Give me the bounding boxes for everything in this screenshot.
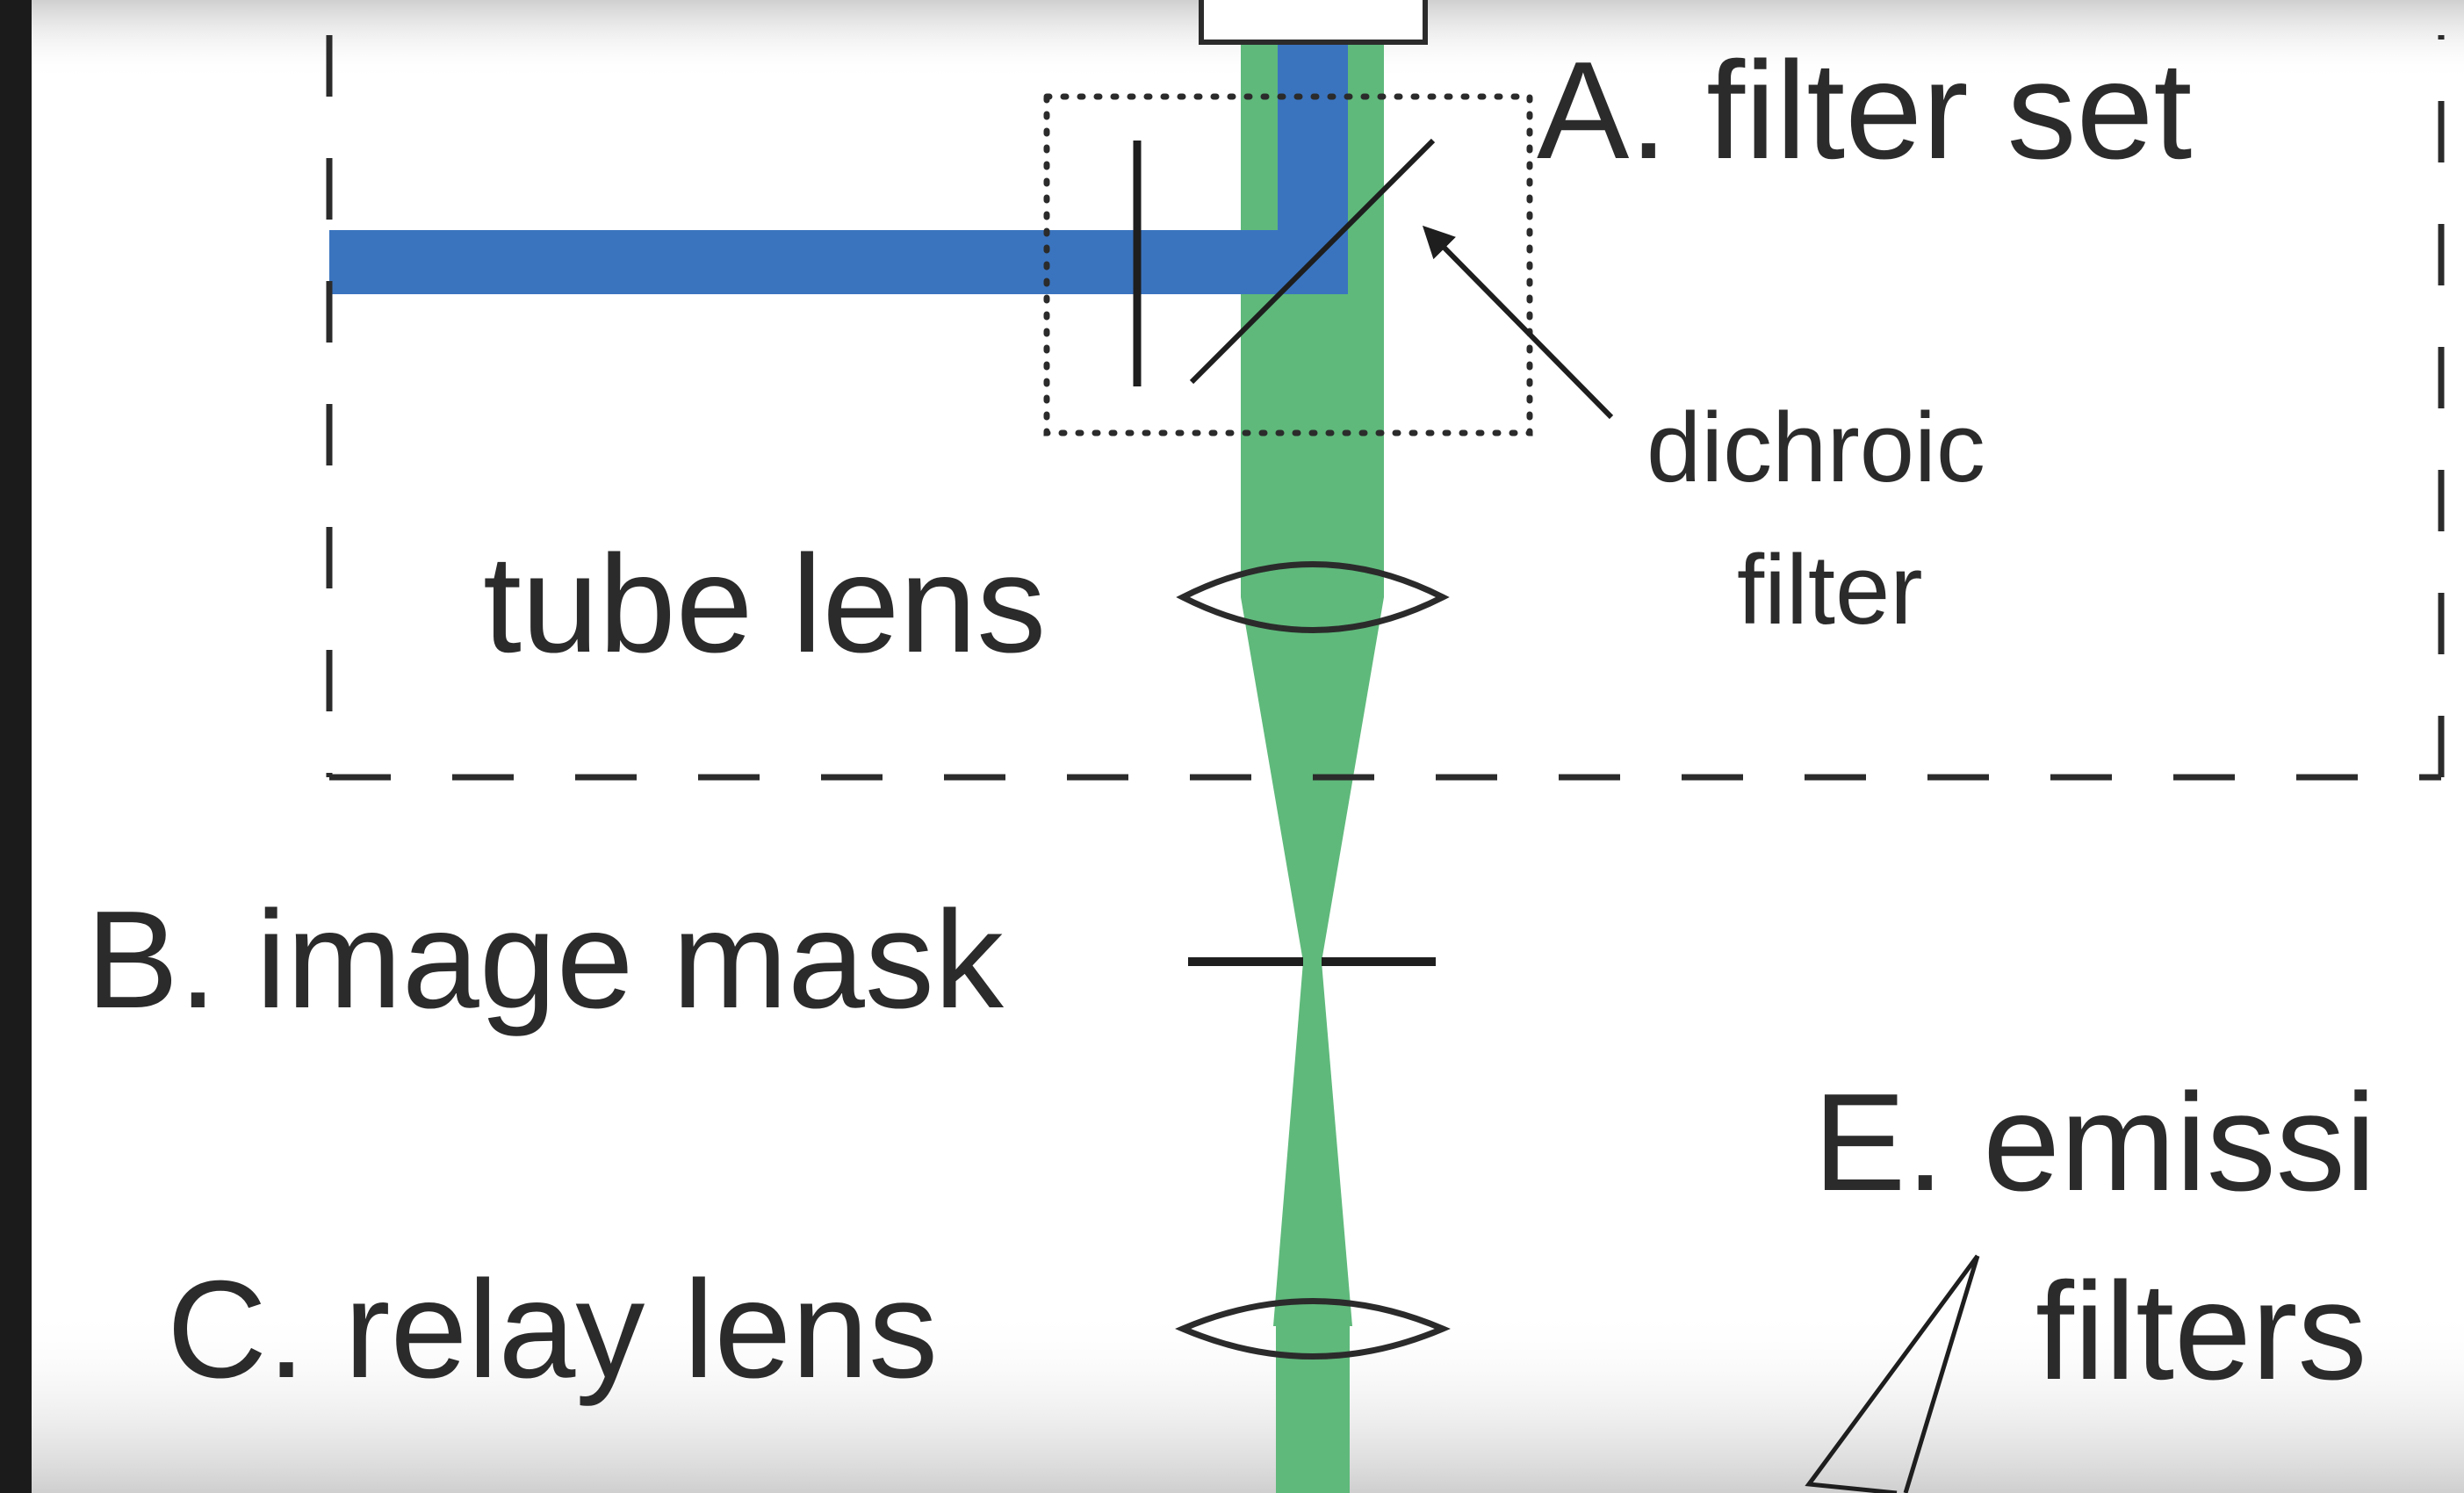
dichroic-mirror [1189,138,1436,385]
excitation-beam-horizontal [329,230,1348,294]
dotted-filter-cube [1043,93,1533,436]
label-dichroic-filter: filter [1737,535,1923,645]
emission-beam-lower [1276,1326,1350,1493]
label-relay-lens: C. relay lens [167,1252,938,1407]
label-dichroic: dichroic [1646,393,1985,502]
label-emission-filters: filters [2035,1254,2367,1409]
label-tube-lens: tube lens [483,527,1046,682]
dichroic-pointer-arrow [1422,225,1614,420]
dashed-housing-boundary [326,35,2445,781]
label-filter-set: A. filter set [1537,33,2192,188]
emission-filters-pointer-2 [1903,1255,1980,1493]
bottom-shade [0,1309,2464,1493]
emission-filters-pointer [1805,1254,1980,1493]
emission-beam-converging [1241,597,1384,962]
left-border-bar [0,0,32,1493]
tube-lens-icon [1176,561,1450,633]
label-image-mask: B. image mask [86,883,1005,1037]
emission-beam-diverging [1273,962,1352,1326]
relay-lens-icon [1175,1298,1451,1360]
label-emission: E. emissi [1813,1065,2376,1220]
top-port-box [1199,0,1428,45]
